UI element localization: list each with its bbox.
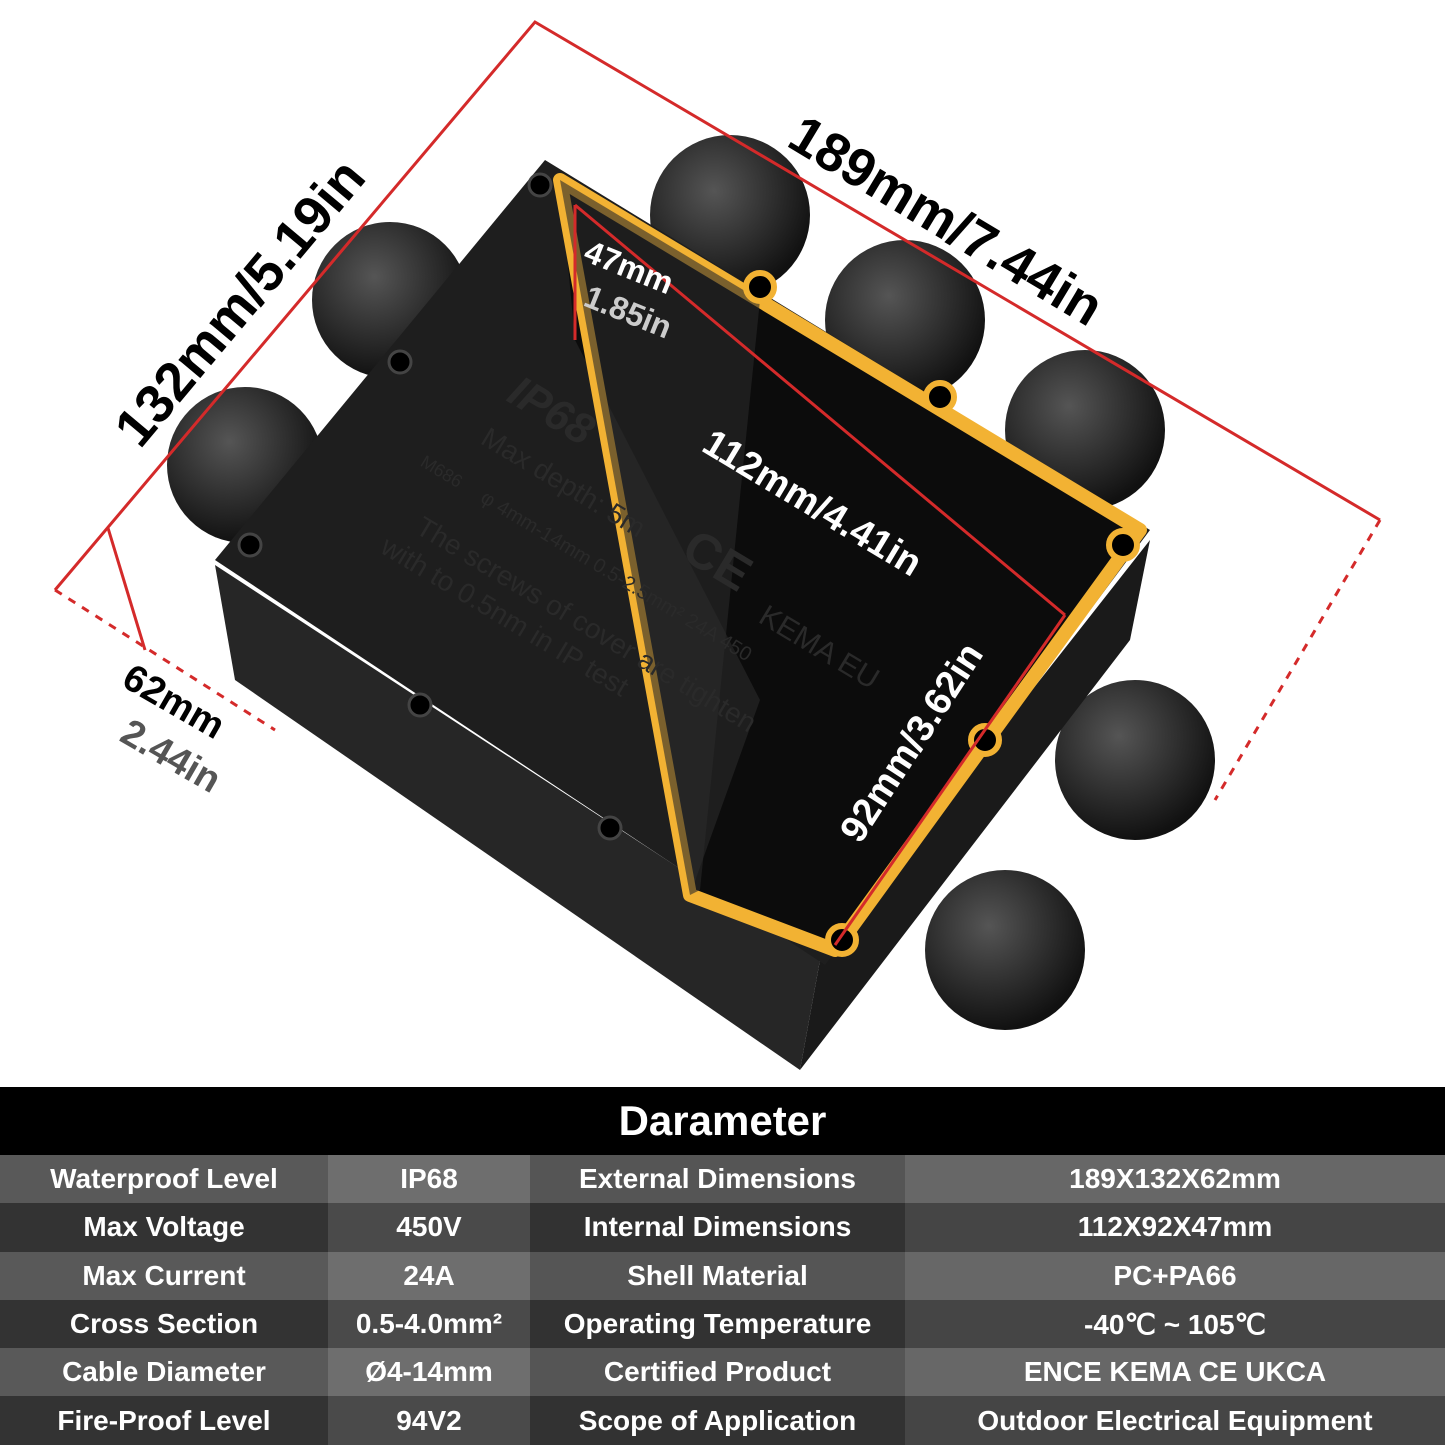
param-value: 0.5-4.0mm² [328,1299,530,1349]
param-value: ENCE KEMA CE UKCA [905,1348,1445,1397]
param-label: Cross Section [0,1299,328,1349]
param-value: 94V2 [328,1396,530,1445]
param-label: Fire-Proof Level [0,1396,328,1445]
param-label: Cable Diameter [0,1348,328,1397]
param-value: 189X132X62mm [905,1155,1445,1204]
param-label: Scope of Application [530,1396,905,1445]
param-value: PC+PA66 [905,1251,1445,1300]
table-title: Darameter [0,1087,1445,1155]
param-value: 24A [328,1251,530,1300]
param-value: IP68 [328,1155,530,1204]
param-label: Max Voltage [0,1203,328,1252]
product-image: IP68 Max depth: 5m M686 φ 4mm-14mm 0.5-2… [53,20,1382,1070]
param-label: Max Current [0,1251,328,1300]
param-value: 112X92X47mm [905,1203,1445,1252]
param-label: Waterproof Level [0,1155,328,1204]
param-value: 450V [328,1203,530,1252]
param-value: -40℃ ~ 105℃ [905,1299,1445,1349]
param-value: Ø4-14mm [328,1348,530,1397]
dimension-lines [53,20,1382,946]
param-value: Outdoor Electrical Equipment [905,1396,1445,1445]
param-label: Operating Temperature [530,1299,905,1349]
housing-side [215,565,820,1070]
param-label: External Dimensions [530,1155,905,1204]
param-label: Certified Product [530,1348,905,1397]
param-label: Internal Dimensions [530,1203,905,1252]
param-label: Shell Material [530,1251,905,1300]
